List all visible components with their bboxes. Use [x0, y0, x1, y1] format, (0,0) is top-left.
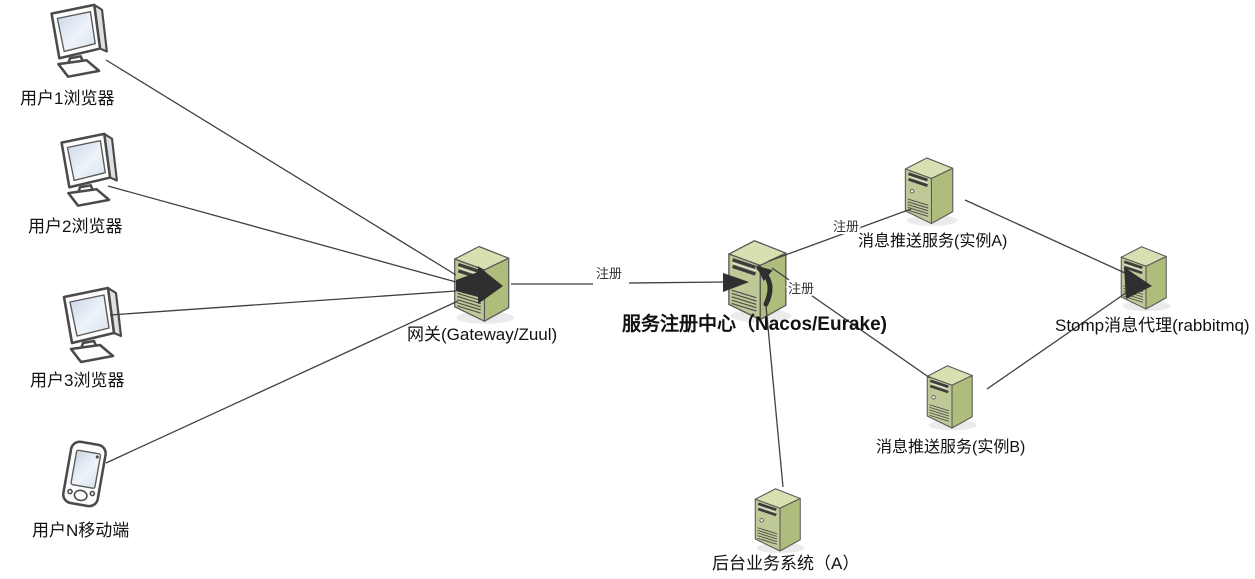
arrowhead-into-stomp [1124, 267, 1152, 299]
labels-layer: 用户1浏览器 用户2浏览器 用户3浏览器 用户N移动端 网关(Gateway/Z… [20, 89, 1250, 573]
edge-label-pusha-register: 注册 [833, 219, 859, 234]
node-user3-browser [62, 286, 123, 364]
label-registry: 服务注册中心（Nacos/Eurake) [622, 312, 887, 335]
node-user2-browser [60, 132, 119, 207]
node-user1-browser [50, 3, 109, 78]
edge-pusha-registry [768, 208, 912, 262]
label-user1: 用户1浏览器 [20, 89, 114, 108]
edge-label-pushb-register: 注册 [788, 281, 814, 296]
label-push-b: 消息推送服务(实例B) [876, 438, 1025, 456]
edge-pusha-stomp [964, 199, 1137, 279]
label-user3: 用户3浏览器 [30, 371, 124, 390]
edge-pushb-stomp [986, 287, 1134, 390]
label-userN: 用户N移动端 [32, 521, 129, 540]
edge-user2-gateway [107, 185, 457, 283]
edge-userN-gateway [105, 300, 459, 464]
edges-layer [105, 59, 1137, 488]
edge-pushb-registry [771, 267, 931, 379]
label-push-a: 消息推送服务(实例A) [858, 232, 1007, 250]
label-user2: 用户2浏览器 [28, 217, 122, 236]
arrowhead-into-gateway [456, 266, 503, 304]
desktop-monitor-icon [62, 286, 123, 364]
edge-user3-gateway [109, 290, 457, 316]
arrows-layer [456, 265, 1152, 307]
desktop-monitor-icon [50, 3, 109, 78]
server-icon [753, 487, 807, 555]
label-backend: 后台业务系统（A） [712, 554, 859, 573]
node-push-service-a [903, 156, 959, 228]
node-push-service-b [925, 364, 979, 432]
node-userN-mobile [60, 439, 109, 509]
edge-gateway-registry-seg2 [628, 281, 727, 284]
node-backend-system [753, 487, 807, 555]
edge-backend-registry [765, 305, 784, 488]
curved-arrow-into-registry [755, 265, 773, 307]
edge-user1-gateway [105, 59, 457, 276]
label-stomp: Stomp消息代理(rabbitmq) [1055, 316, 1250, 335]
edge-label-gateway-register: 注册 [596, 266, 622, 281]
arrowhead-into-registry [723, 273, 749, 292]
server-icon [925, 364, 979, 432]
mobile-device-icon [60, 439, 109, 509]
server-icon [903, 156, 959, 228]
label-gateway: 网关(Gateway/Zuul) [407, 325, 557, 344]
desktop-monitor-icon [60, 132, 119, 207]
